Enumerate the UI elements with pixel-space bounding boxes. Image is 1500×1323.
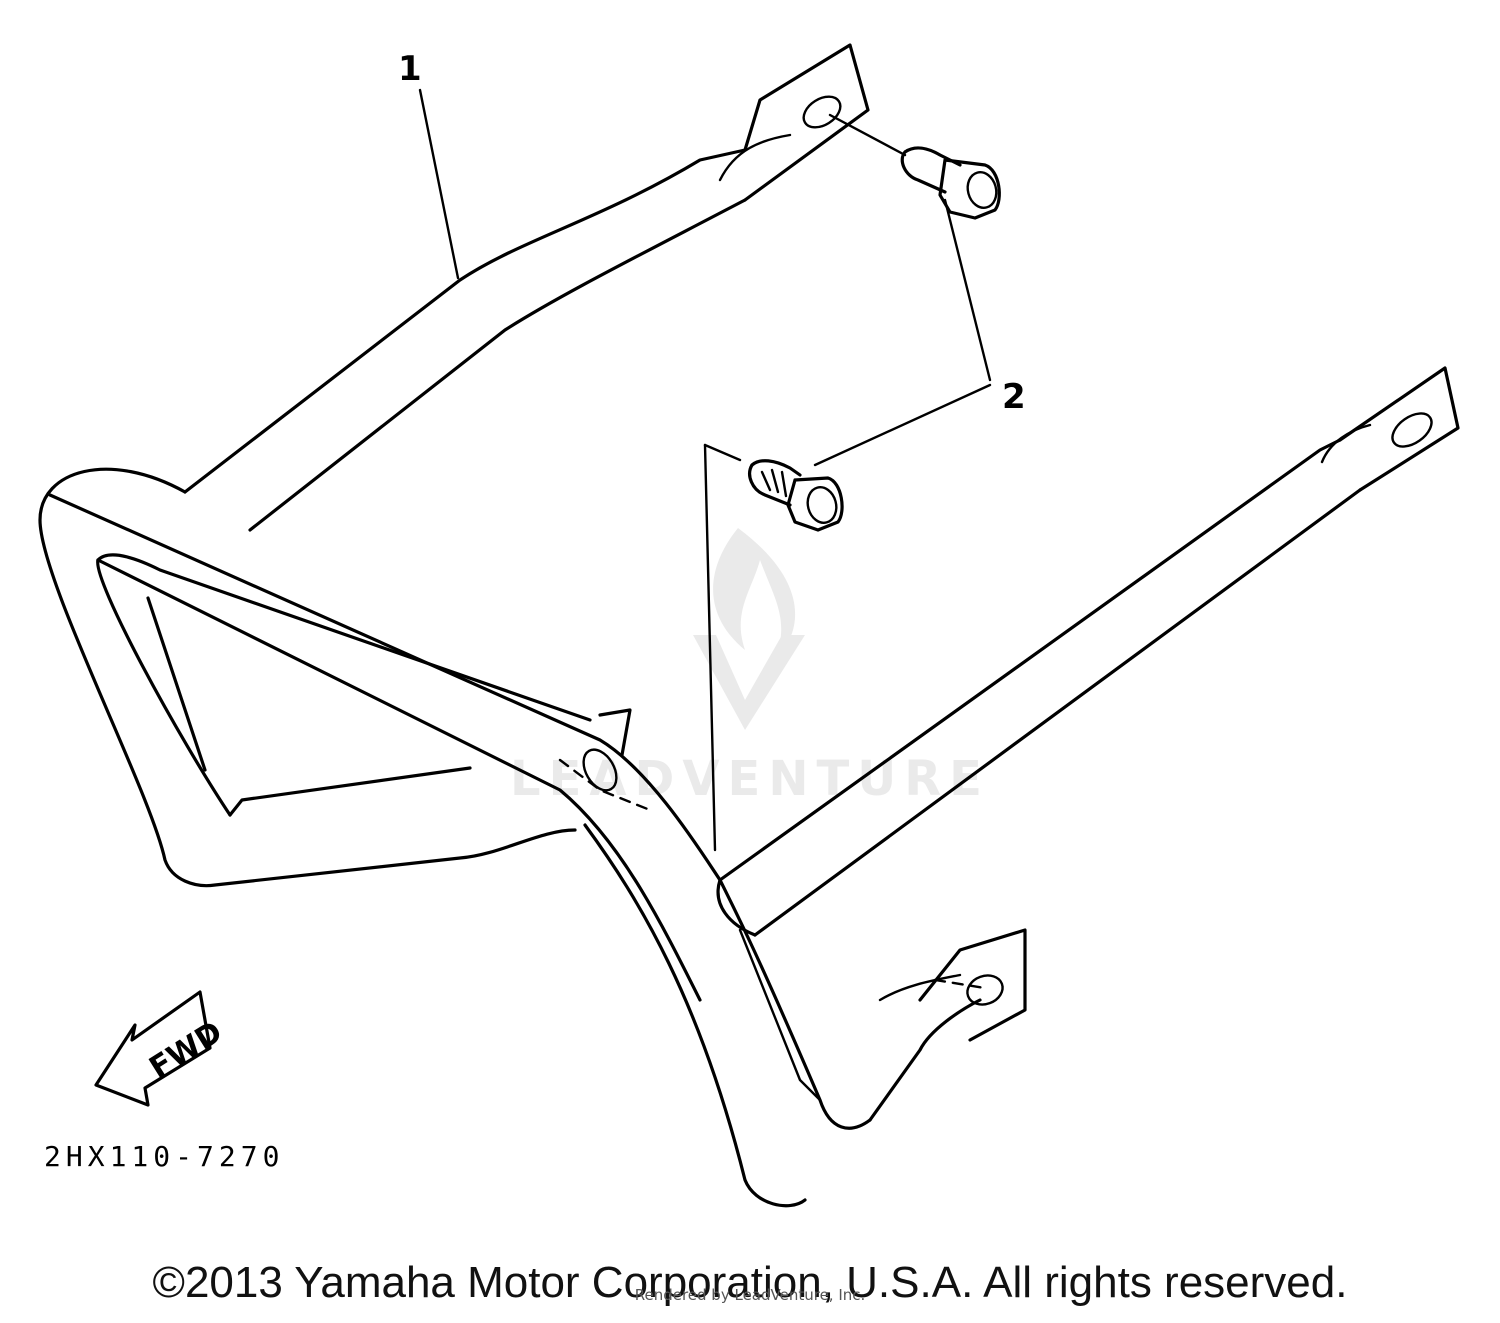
leader-line-2b [813,383,992,467]
callout-1: 1 [398,49,422,89]
leader-line-2a [943,198,992,382]
bolt-lower [748,459,844,532]
fwd-arrow-icon: FWD [94,990,229,1107]
render-credit: Rendered by LeadVenture, Inc. [634,1286,866,1304]
leader-line-1 [418,88,460,280]
fwd-label: FWD [143,1015,228,1086]
leader-line-bolt-axis [828,113,907,157]
watermark-logo: LEADVENTURE [510,528,990,807]
watermark-text: LEADVENTURE [510,751,990,807]
grab-bar-part [38,43,1460,1208]
bolt-upper [900,146,1001,220]
copyright-notice: ©2013 Yamaha Motor Corporation, U.S.A. A… [152,1258,1348,1307]
callout-2: 2 [1002,377,1026,417]
part-number: 2HX110-7270 [44,1140,284,1173]
